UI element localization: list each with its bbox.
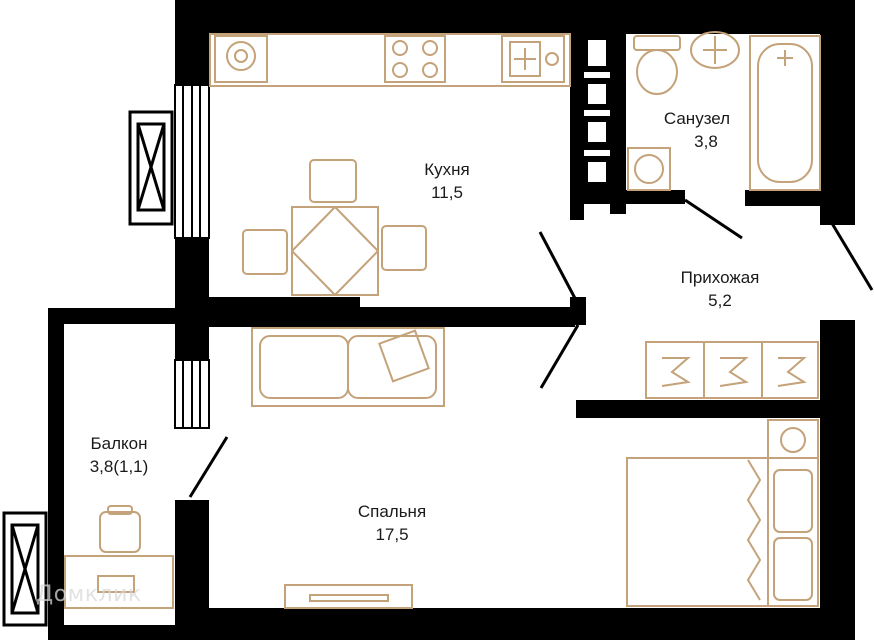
room-label-balcony: Балкон 3,8(1,1) [90,432,149,478]
wall-kitchen-bedroom-thin [360,307,575,327]
room-name: Кухня [424,160,470,179]
wall-bath-left-inner [610,34,626,214]
wall-top [175,0,855,34]
door-icon [188,198,874,498]
wall-right-bottom [820,320,855,625]
wall-balcony-left [48,308,64,640]
washing-machine-icon [214,35,268,83]
bed-icon [626,419,819,607]
toilet-icon [633,35,681,95]
room-name: Спальня [357,502,427,521]
dining-table-icon [242,159,427,296]
wall-bath-left [570,34,584,220]
room-name: Балкон [90,434,148,453]
room-area: 11,5 [431,183,463,202]
room-label-hallway: Прихожая 5,2 [681,266,760,312]
wall-bath-bottom-right [745,190,825,206]
wardrobe-icon [645,341,819,399]
wall-hall-bedroom [576,400,826,418]
desk-icon [64,505,174,609]
bathtub-icon [749,35,821,191]
room-area: 3,8(1,1) [89,457,149,476]
kitchen-counter [209,33,571,87]
washing-machine-icon [627,147,671,191]
tv-stand [284,584,413,609]
wall-kitchen-bedroom [175,297,360,327]
furniture [64,31,821,609]
stove-icon [384,35,446,83]
window-icon [2,110,174,627]
room-label-bedroom: Спальня 17,5 [358,500,426,546]
walls [48,0,855,640]
wall-right-top [820,0,855,225]
sink-icon [501,35,565,83]
wall-bedroom-left-upper [175,324,209,360]
room-label-bathroom: Санузел 3,8 [664,107,730,153]
wall-balcony-top [48,308,180,324]
room-name: Прихожая [680,268,760,287]
sofa-icon [251,327,445,407]
room-area: 17,5 [375,525,409,544]
wall-kitchen-left-top [175,0,209,85]
wall-balcony-bottom [48,625,180,640]
sink-icon [690,31,740,69]
room-label-kitchen: Кухня 11,5 [424,158,470,204]
watermark: Домклик [36,582,142,607]
wall-bath-bottom-left [570,190,685,204]
window-icon [174,84,210,429]
room-area: 3,8 [694,132,718,151]
room-name: Санузел [663,109,731,128]
room-area: 5,2 [708,291,732,310]
bathroom-shaft [584,72,610,156]
wall-bottom [175,608,855,640]
wall-bedroom-left-lower [175,500,209,640]
wall-pillar [570,297,586,325]
